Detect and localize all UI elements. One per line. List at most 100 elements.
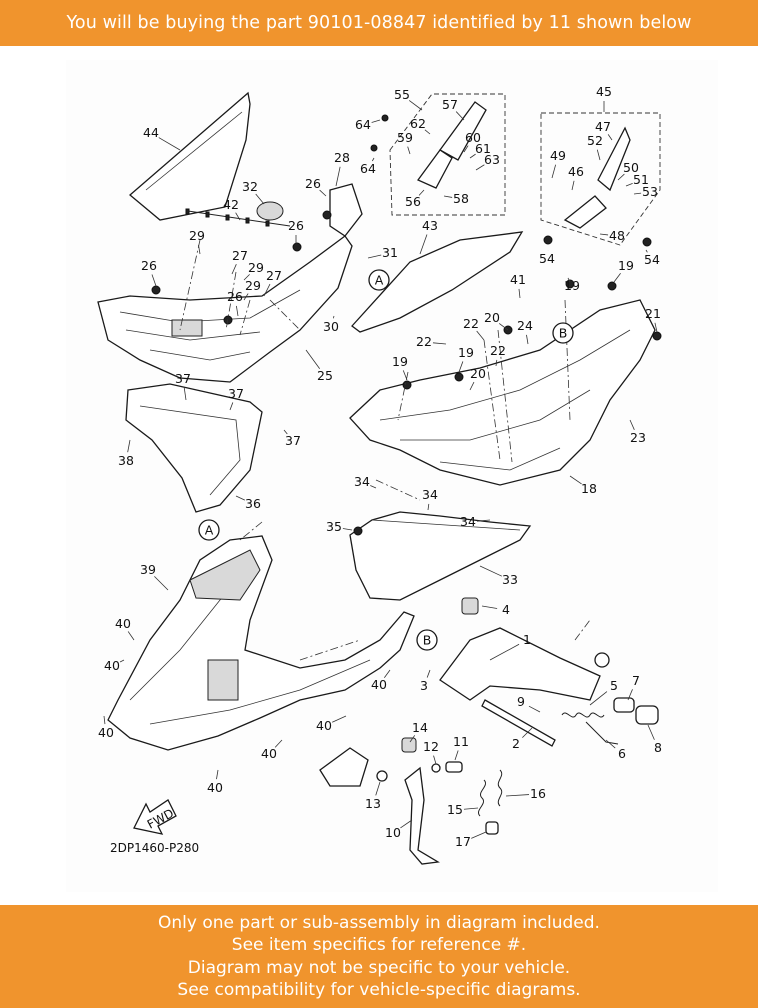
leader-line-34 (370, 485, 377, 489)
callout-b-2: B (416, 629, 438, 651)
leader-line-27 (231, 264, 237, 275)
leader-line-64b (371, 157, 375, 162)
part-label-27b: 27 (266, 268, 282, 283)
part-label-41: 41 (510, 272, 526, 287)
leader-line-52 (596, 149, 601, 161)
switch-14 (401, 737, 417, 753)
part-label-20: 20 (484, 310, 500, 325)
part-label-64: 64 (355, 117, 371, 132)
leader-line-51 (625, 182, 633, 187)
leader-line-62 (424, 129, 431, 135)
leader-line-42 (235, 212, 241, 221)
emblem-32 (256, 201, 284, 221)
leader-line-11 (454, 750, 459, 761)
callout-a-2: A (198, 519, 220, 541)
leader-line-27b (263, 283, 271, 297)
leader-line-41 (518, 288, 521, 299)
part-label-30: 30 (323, 319, 339, 334)
part-label-32: 32 (242, 179, 258, 194)
fwd-arrow-icon: FWD (133, 799, 177, 835)
part-label-20b: 20 (470, 366, 486, 381)
leader-line-40e (332, 715, 347, 723)
leader-line-30 (332, 315, 335, 319)
part-label-19c: 19 (564, 278, 580, 293)
leader-line-18 (569, 475, 582, 485)
part-label-38: 38 (118, 453, 134, 468)
leader-lines (103, 100, 658, 839)
part-label-56: 56 (405, 194, 421, 209)
footrest-47 (597, 126, 631, 192)
leader-line-28 (335, 166, 341, 187)
part-label-27: 27 (232, 248, 248, 263)
part-label-22b: 22 (463, 316, 479, 331)
part-label-17: 17 (455, 834, 471, 849)
leader-line-34b (427, 503, 430, 511)
part-label-6: 6 (618, 746, 626, 761)
part-label-11: 11 (453, 734, 469, 749)
leader-line-29 (198, 244, 201, 255)
banner-headline: You will be buying the part 90101-08847 … (66, 13, 692, 33)
leader-line-20b (469, 381, 475, 391)
leader-line-7 (627, 689, 633, 701)
leader-line-36 (235, 495, 246, 501)
stand-foot-1 (594, 652, 610, 668)
leader-line-25 (305, 349, 321, 369)
part-label-26: 26 (141, 258, 157, 273)
leader-line-3 (426, 669, 431, 678)
callout-a-1: A (368, 269, 390, 291)
part-label-61: 61 (475, 141, 491, 156)
part-label-13: 13 (365, 796, 381, 811)
bracket-56 (416, 149, 453, 189)
part-label-34: 34 (354, 474, 370, 489)
leader-line-40b (119, 659, 125, 663)
part-label-40f: 40 (261, 746, 277, 761)
spring-15 (478, 779, 486, 817)
leader-line-53 (633, 192, 642, 195)
leader-line-56 (418, 189, 425, 196)
part-label-51: 51 (633, 172, 649, 187)
leader-line-19d (613, 272, 621, 283)
leader-line-40f (274, 739, 283, 748)
footrest-57 (439, 101, 487, 161)
leader-line-21 (654, 322, 658, 333)
part-label-40d: 40 (371, 677, 387, 692)
leader-line-26b (236, 305, 239, 317)
part-label-7: 7 (632, 673, 640, 688)
spring-6 (585, 721, 619, 745)
spring-5 (561, 712, 605, 718)
part-label-39: 39 (140, 562, 156, 577)
leader-line-12 (433, 755, 437, 765)
lower-panel-36 (125, 383, 263, 513)
leader-line-64 (371, 119, 381, 123)
part-label-63: 63 (484, 152, 500, 167)
leader-line-17 (471, 831, 487, 839)
part-label-25: 25 (317, 368, 333, 383)
part-label-24: 24 (517, 318, 533, 333)
part-label-45: 45 (596, 84, 612, 99)
part-label-40g: 40 (207, 780, 223, 795)
leader-line-34c (476, 519, 491, 522)
part-label-12: 12 (423, 739, 439, 754)
leader-line-40c (103, 715, 106, 725)
leader-line-15 (463, 807, 479, 810)
leader-line-49 (551, 164, 557, 179)
leader-line-39 (154, 576, 169, 591)
part-label-37: 37 (175, 371, 191, 386)
disclaimer-line-4: See compatibility for vehicle-specific d… (177, 979, 581, 1000)
part-label-54b: 54 (644, 252, 660, 267)
part-label-15: 15 (447, 802, 463, 817)
leader-line-1 (489, 643, 520, 661)
part-label-9: 9 (517, 694, 525, 709)
part-label-64b: 64 (360, 161, 376, 176)
bracket-28 (329, 183, 363, 237)
part-label-5: 5 (610, 678, 618, 693)
leader-line-10 (400, 819, 413, 829)
part-label-18: 18 (581, 481, 597, 496)
bracket-46 (563, 195, 607, 229)
leader-line-61 (469, 153, 476, 159)
disclaimer-line-2: See item specifics for reference #. (231, 935, 527, 956)
part-label-26c: 26 (305, 176, 321, 191)
part-label-23: 23 (630, 430, 646, 445)
svg-text:A: A (375, 273, 384, 288)
part-label-29: 29 (189, 228, 205, 243)
